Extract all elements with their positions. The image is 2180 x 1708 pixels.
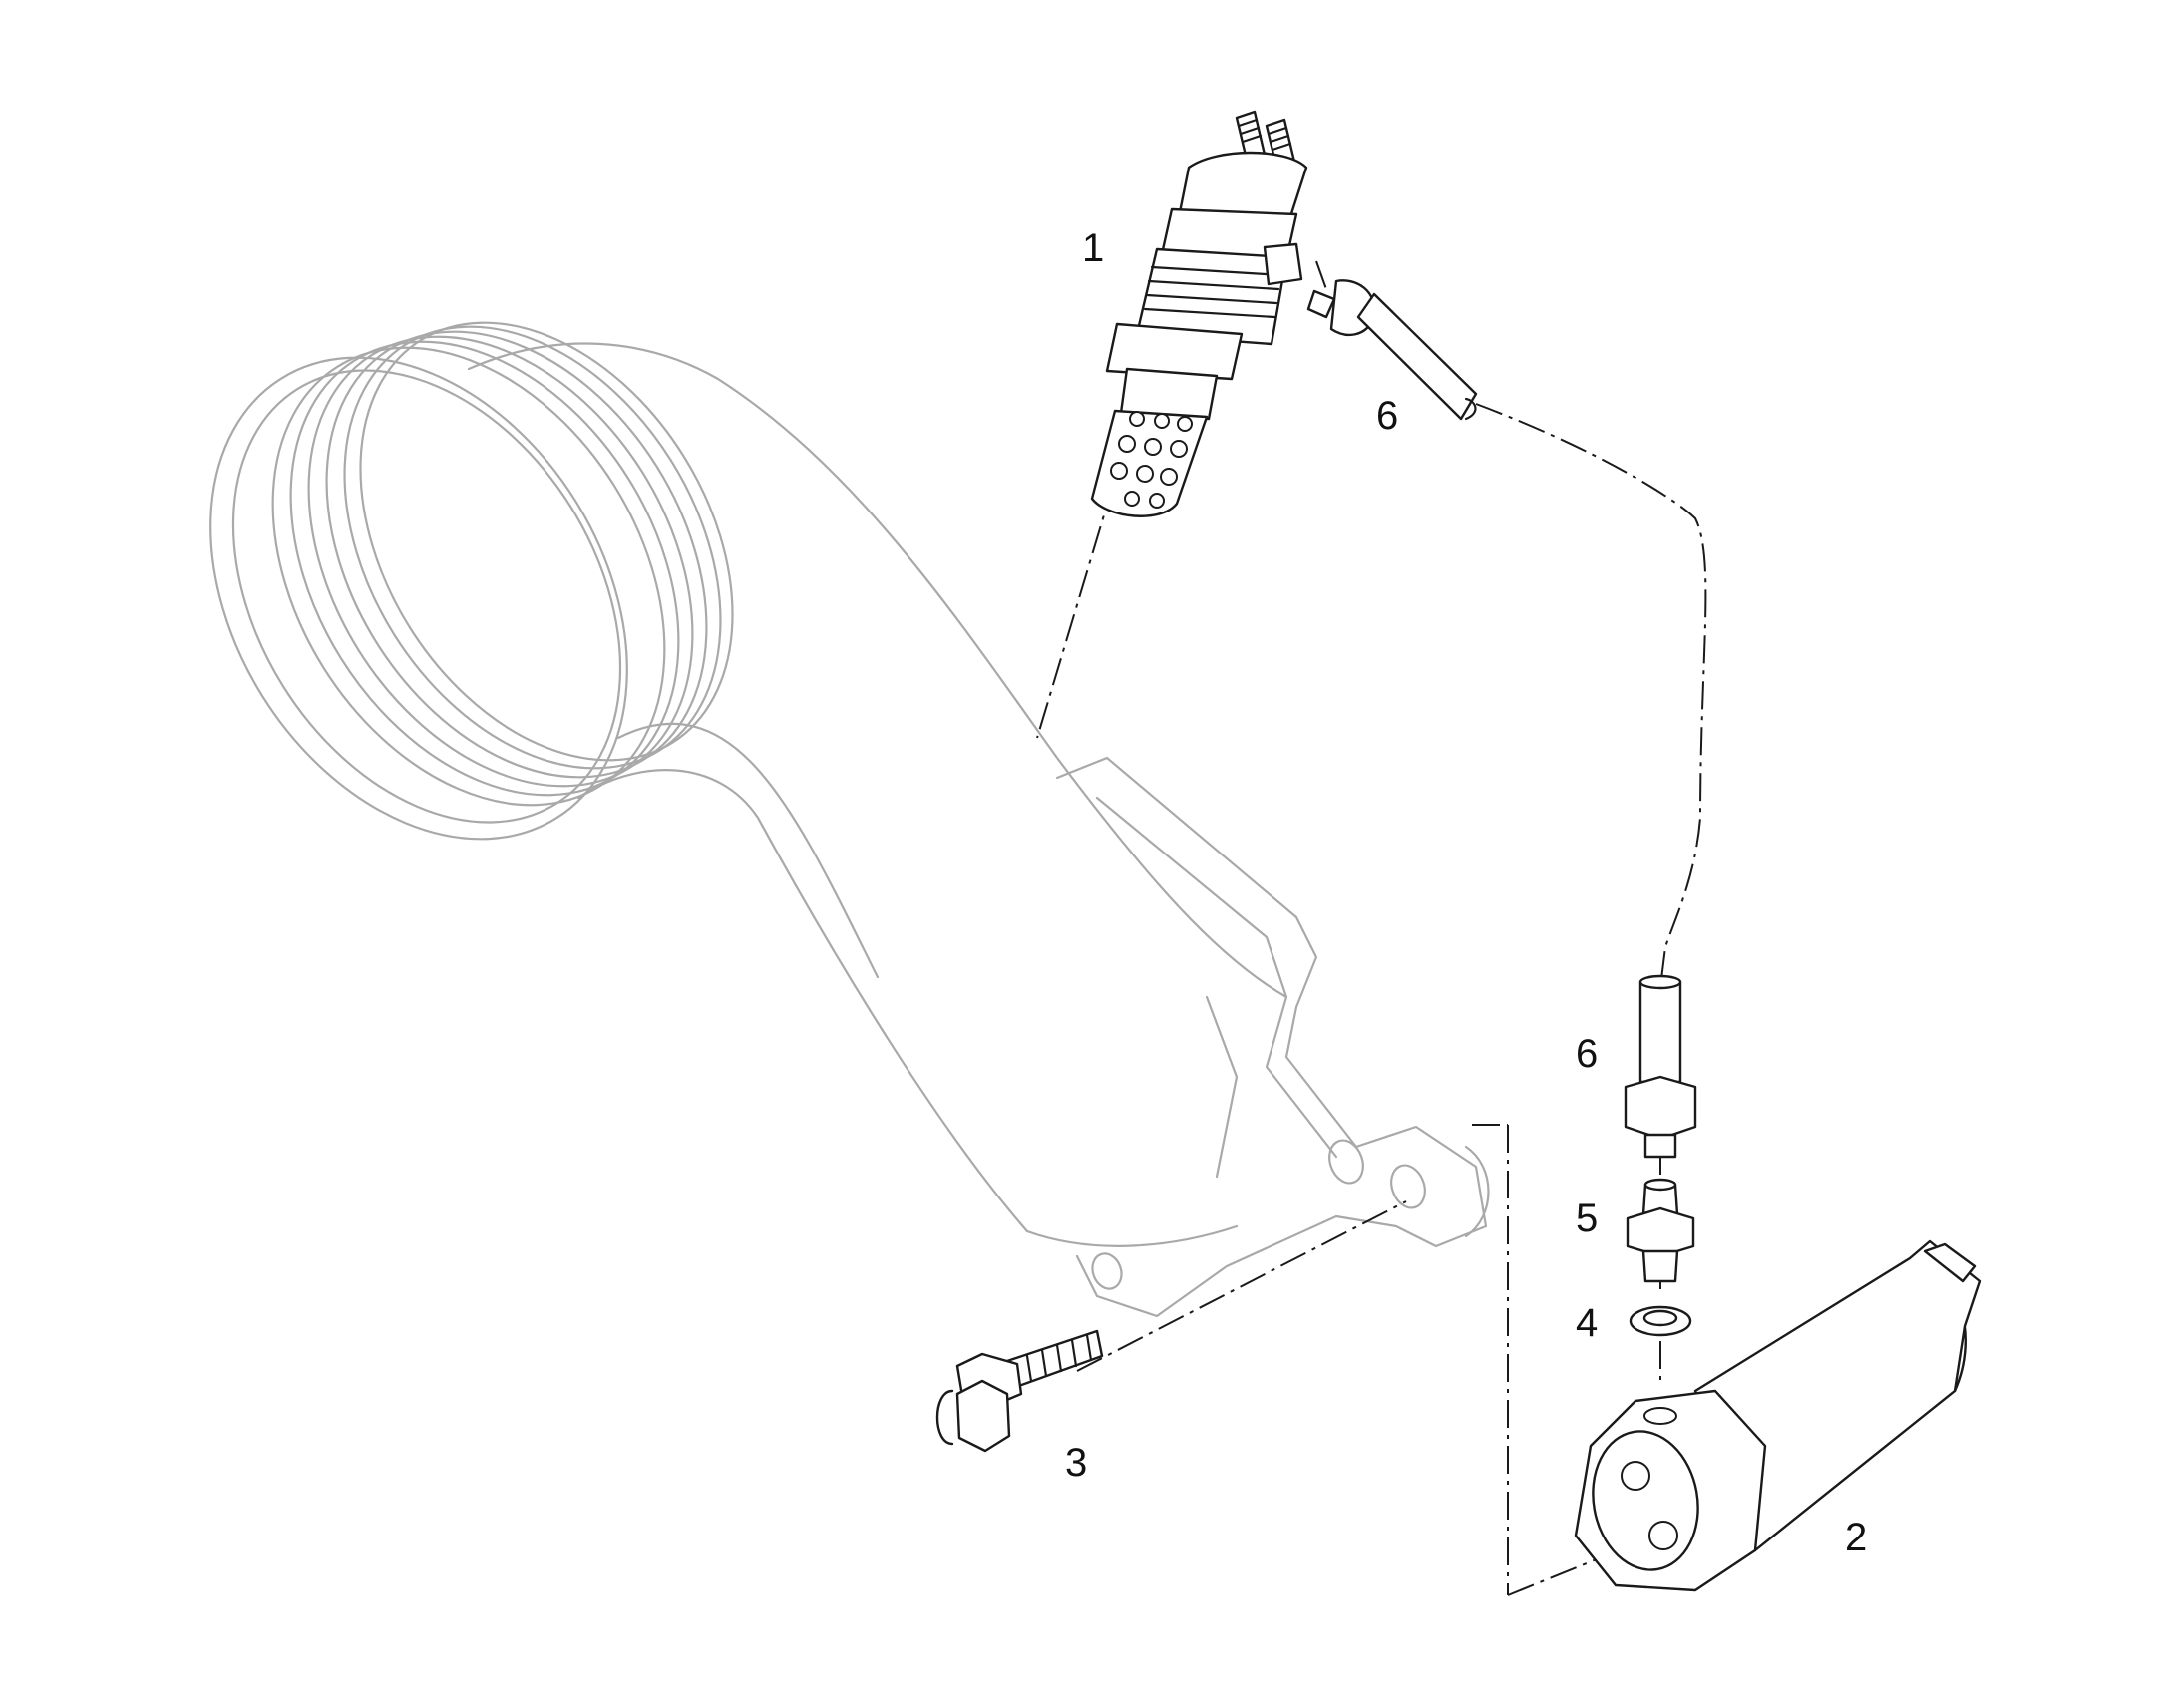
part-6-fuel-line-top — [1306, 279, 1478, 421]
callout-labels: 1 6 6 5 4 3 2 — [1065, 226, 1867, 1559]
callout-6-top: 6 — [1376, 394, 1398, 438]
part-6-fuel-line-side — [1624, 974, 1697, 1159]
leader-lines — [1036, 260, 1707, 1596]
part-5-union-fitting — [1626, 1178, 1695, 1283]
callout-5: 5 — [1576, 1196, 1598, 1240]
callout-6-side: 6 — [1576, 1032, 1598, 1076]
callout-2: 2 — [1845, 1516, 1867, 1559]
part-2-solenoid-valve — [1574, 1239, 1982, 1592]
callout-3: 3 — [1065, 1441, 1087, 1485]
callout-4: 4 — [1576, 1301, 1598, 1345]
intake-elbow-housing-outline — [209, 321, 1490, 1318]
part-1-sensor — [1090, 110, 1308, 517]
part-4-sealing-washer — [1629, 1305, 1692, 1337]
part-3-flange-bolt — [935, 1329, 1104, 1453]
callout-1: 1 — [1082, 226, 1104, 270]
